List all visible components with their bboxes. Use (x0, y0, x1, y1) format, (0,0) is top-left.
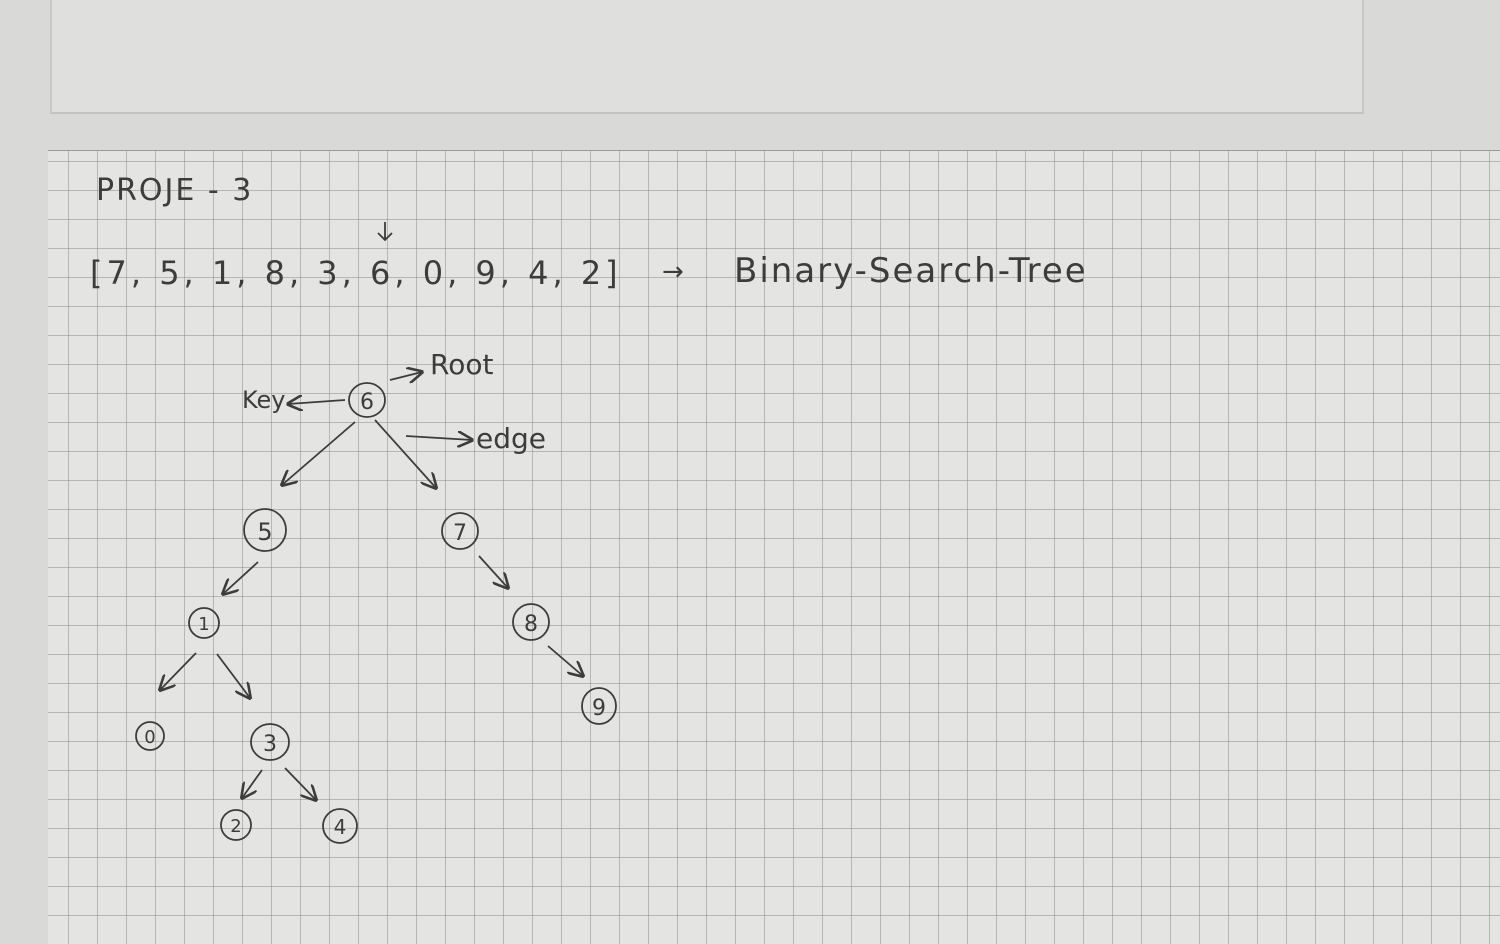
node-value: 5 (257, 518, 272, 546)
edge-5-1 (223, 561, 259, 594)
tree-node-4: 4 (322, 808, 358, 844)
edge-6-7 (374, 419, 436, 488)
edge-6-5 (282, 421, 356, 485)
node-value: 3 (263, 732, 277, 757)
tree-node-7: 7 (441, 512, 479, 550)
edge-7-8 (478, 555, 508, 588)
edge-8-9 (547, 645, 583, 676)
tree-node-0: 0 (135, 721, 165, 751)
tree-node-1: 1 (188, 607, 220, 639)
node-value: 0 (144, 727, 155, 748)
node-value: 1 (198, 614, 209, 635)
result-label: Binary-Search-Tree (734, 251, 1088, 291)
tree-node-6: 6 (348, 382, 386, 418)
edge-label: edge (476, 422, 546, 455)
page-title: PROJE - 3 (96, 173, 253, 208)
grid-paper (48, 150, 1500, 944)
edge-1-0 (160, 652, 197, 690)
edge-1-3 (216, 653, 250, 698)
tree-node-5: 5 (243, 508, 287, 552)
tree-edges (160, 419, 583, 800)
tree-node-2: 2 (220, 809, 252, 841)
node-value: 2 (230, 816, 241, 837)
node-value: 8 (524, 612, 538, 637)
node-value: 6 (360, 390, 374, 415)
root-pointer-arrow (389, 372, 422, 380)
input-array: [7, 5, 1, 8, 3, 6, 0, 9, 4, 2] (90, 254, 622, 292)
edge-3-4 (284, 767, 316, 800)
node-value: 4 (334, 815, 347, 839)
key-label: Key (242, 386, 286, 414)
previous-page (50, 0, 1364, 114)
edge-pointer-arrow (405, 436, 472, 440)
node-value: 9 (592, 696, 606, 721)
key-pointer-arrow (288, 400, 346, 404)
down-arrow-icon (377, 222, 393, 242)
edge-3-2 (242, 769, 263, 798)
arrow-glyph: → (662, 257, 684, 287)
node-value: 7 (453, 521, 467, 546)
tree-node-8: 8 (512, 603, 550, 641)
tree-node-3: 3 (250, 723, 290, 761)
root-label: Root (430, 348, 493, 381)
tree-node-9: 9 (581, 687, 617, 725)
